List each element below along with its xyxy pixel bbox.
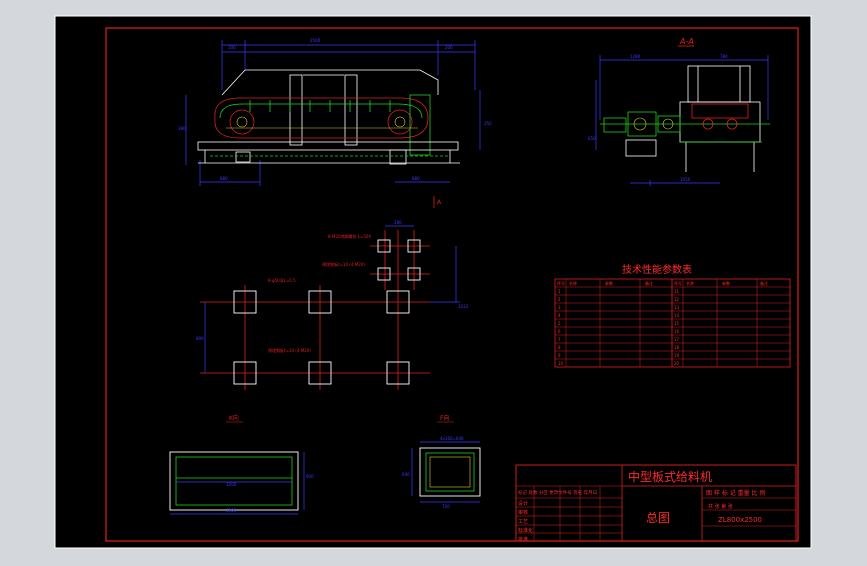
title-block-row-label: 工艺: [518, 519, 528, 525]
foundation-plan: 890 1032 280 8-M20地脚螺栓 L=500 预埋钢板t=10 (4…: [196, 220, 469, 390]
svg-text:1032: 1032: [458, 304, 469, 309]
svg-text:650: 650: [588, 136, 596, 141]
svg-text:640: 640: [402, 472, 410, 477]
table-header-cell: 备注: [645, 280, 653, 286]
view-k: K向 1300 600 1200: [169, 414, 314, 515]
drawing-name: 总图: [646, 511, 670, 525]
table-header-cell: 备注: [760, 280, 768, 286]
svg-text:880: 880: [412, 176, 420, 181]
table-header-cell: 名称: [569, 280, 577, 286]
table-index-cell: 1: [558, 289, 561, 294]
table-index-cell: 13: [674, 305, 680, 310]
table-index-cell: 4: [558, 313, 561, 318]
table-header-cell: 名称: [686, 280, 694, 286]
svg-text:4x160=640: 4x160=640: [440, 436, 464, 441]
svg-text:预埋钢板t=10 (4-M20): 预埋钢板t=10 (4-M20): [322, 261, 365, 267]
table-index-cell: 3: [558, 305, 561, 310]
section-view-a-a: A-A 1280 780 650 1050: [588, 37, 770, 186]
view-f: F向 4x160=640 640 720: [402, 414, 481, 509]
section-label: A-A: [679, 37, 694, 46]
svg-text:1200: 1200: [226, 482, 237, 487]
table-header-cell: 序号: [674, 280, 682, 286]
svg-text:100: 100: [228, 45, 236, 50]
title-block-row-label: 标准化: [518, 527, 533, 534]
table-index-cell: 7: [558, 337, 561, 342]
title-block-row-label: 审核: [518, 509, 528, 516]
title-block-row-label: 批准: [518, 536, 528, 543]
sheet-info: 图 样 标 记 重量 比 例: [706, 489, 765, 497]
svg-text:600: 600: [306, 474, 314, 479]
revision-header: 标记 处数 分区 更改文件号 签名 年月日: [518, 489, 597, 496]
svg-text:200: 200: [445, 45, 453, 50]
svg-text:2500: 2500: [310, 38, 321, 43]
table-index-cell: 5: [558, 321, 561, 326]
table-index-cell: 2: [558, 297, 561, 302]
svg-text:预埋钢板t=10 (4-M20): 预埋钢板t=10 (4-M20): [268, 347, 311, 353]
tech-parameter-table: 技术性能参数表 序号名称参数备注序号名称参数备注1234567891011121…: [554, 263, 791, 368]
table-index-cell: 6: [558, 329, 561, 334]
svg-text:1280: 1280: [630, 54, 641, 59]
svg-text:K向: K向: [229, 414, 239, 422]
table-index-cell: 14: [674, 313, 680, 318]
svg-text:8-M20地脚螺栓 L=500: 8-M20地脚螺栓 L=500: [328, 233, 371, 239]
table-index-cell: 18: [674, 345, 680, 350]
svg-text:280: 280: [394, 220, 402, 225]
table-index-cell: 8: [558, 345, 561, 350]
section-marker: A: [433, 196, 442, 208]
svg-text:780: 780: [720, 54, 728, 59]
svg-text:380: 380: [178, 126, 186, 131]
tech-table-title: 技术性能参数表: [622, 263, 692, 276]
title-block: 中型板式给料机 总图 图 样 标 记 重量 比 例 共 张 第 张 ZL800x…: [515, 464, 797, 543]
product-name: 中型板式给料机: [628, 469, 712, 484]
table-index-cell: 16: [674, 329, 680, 334]
svg-text:890: 890: [196, 336, 204, 341]
border-frame: [105, 27, 799, 542]
table-index-cell: 17: [674, 337, 680, 342]
drawing-model: ZL800x2500: [718, 516, 762, 524]
table-index-cell: 12: [674, 297, 680, 302]
svg-text:720: 720: [442, 504, 450, 509]
table-header-cell: 参数: [722, 280, 730, 286]
drawing-sheet: [54, 15, 812, 549]
sheet-footer: 共 张 第 张: [708, 503, 733, 510]
table-index-cell: 19: [674, 353, 680, 358]
table-index-cell: 10: [558, 361, 564, 366]
front-view: 2500 100 200 380 350 880 880: [178, 38, 492, 186]
table-index-cell: 11: [674, 289, 680, 294]
title-block-row-label: 设计: [518, 500, 528, 507]
svg-text:8-φ50深L=0.5: 8-φ50深L=0.5: [268, 277, 296, 283]
svg-text:880: 880: [220, 176, 228, 181]
table-index-cell: 15: [674, 321, 680, 326]
svg-text:A: A: [437, 199, 442, 206]
table-index-cell: 9: [558, 353, 561, 358]
svg-text:350: 350: [484, 121, 492, 126]
svg-text:1300: 1300: [226, 508, 237, 513]
svg-text:F向: F向: [440, 414, 449, 422]
table-index-cell: 20: [674, 361, 680, 366]
svg-text:1050: 1050: [680, 177, 691, 182]
table-header-cell: 参数: [605, 280, 613, 286]
table-header-cell: 序号: [557, 280, 565, 286]
